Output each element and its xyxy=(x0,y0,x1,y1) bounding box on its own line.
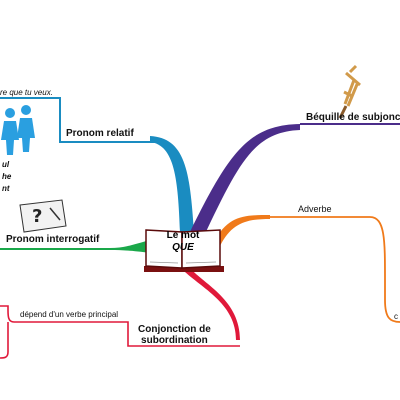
pronom-relatif-subtext: re que tu veux. xyxy=(0,88,53,97)
adverbe-label: Adverbe xyxy=(298,204,332,214)
question-paper-icon: ? xyxy=(19,199,67,233)
pronom-relatif-partial-2: he xyxy=(2,172,12,181)
branch-conjonction xyxy=(185,268,240,340)
conjonction-subtext: dépend d'un verbe principal xyxy=(20,310,119,319)
branch-pronom-interrogatif xyxy=(0,240,150,253)
people-icon xyxy=(1,105,35,155)
center-title: Le mot xyxy=(166,230,200,241)
pronom-interrogatif-label: Pronom interrogatif xyxy=(6,234,100,245)
branch-bequille xyxy=(190,124,300,236)
center-topic: Le mot QUE xyxy=(148,230,218,268)
branch-pronom-relatif-trunk xyxy=(150,136,194,232)
branch-conjonction-line xyxy=(0,305,240,359)
conjonction-label: Conjonction de subordination xyxy=(138,324,211,346)
book-icon xyxy=(144,229,224,272)
center-subtitle: QUE xyxy=(172,242,194,253)
adverbe-partial: c xyxy=(394,312,398,321)
branch-adverbe-line xyxy=(270,216,400,323)
conjonction-label-line2: subordination xyxy=(141,335,208,346)
pronom-relatif-partial-1: ul xyxy=(2,160,10,169)
bequille-label: Béquille de subjonctif xyxy=(306,112,400,123)
conjonction-label-line1: Conjonction de xyxy=(138,324,211,335)
pronom-relatif-label: Pronom relatif xyxy=(66,128,134,139)
crutch-icon xyxy=(338,64,361,119)
svg-text:?: ? xyxy=(32,206,42,227)
branch-adverbe xyxy=(214,215,270,246)
pronom-relatif-partial-3: nt xyxy=(2,184,10,193)
